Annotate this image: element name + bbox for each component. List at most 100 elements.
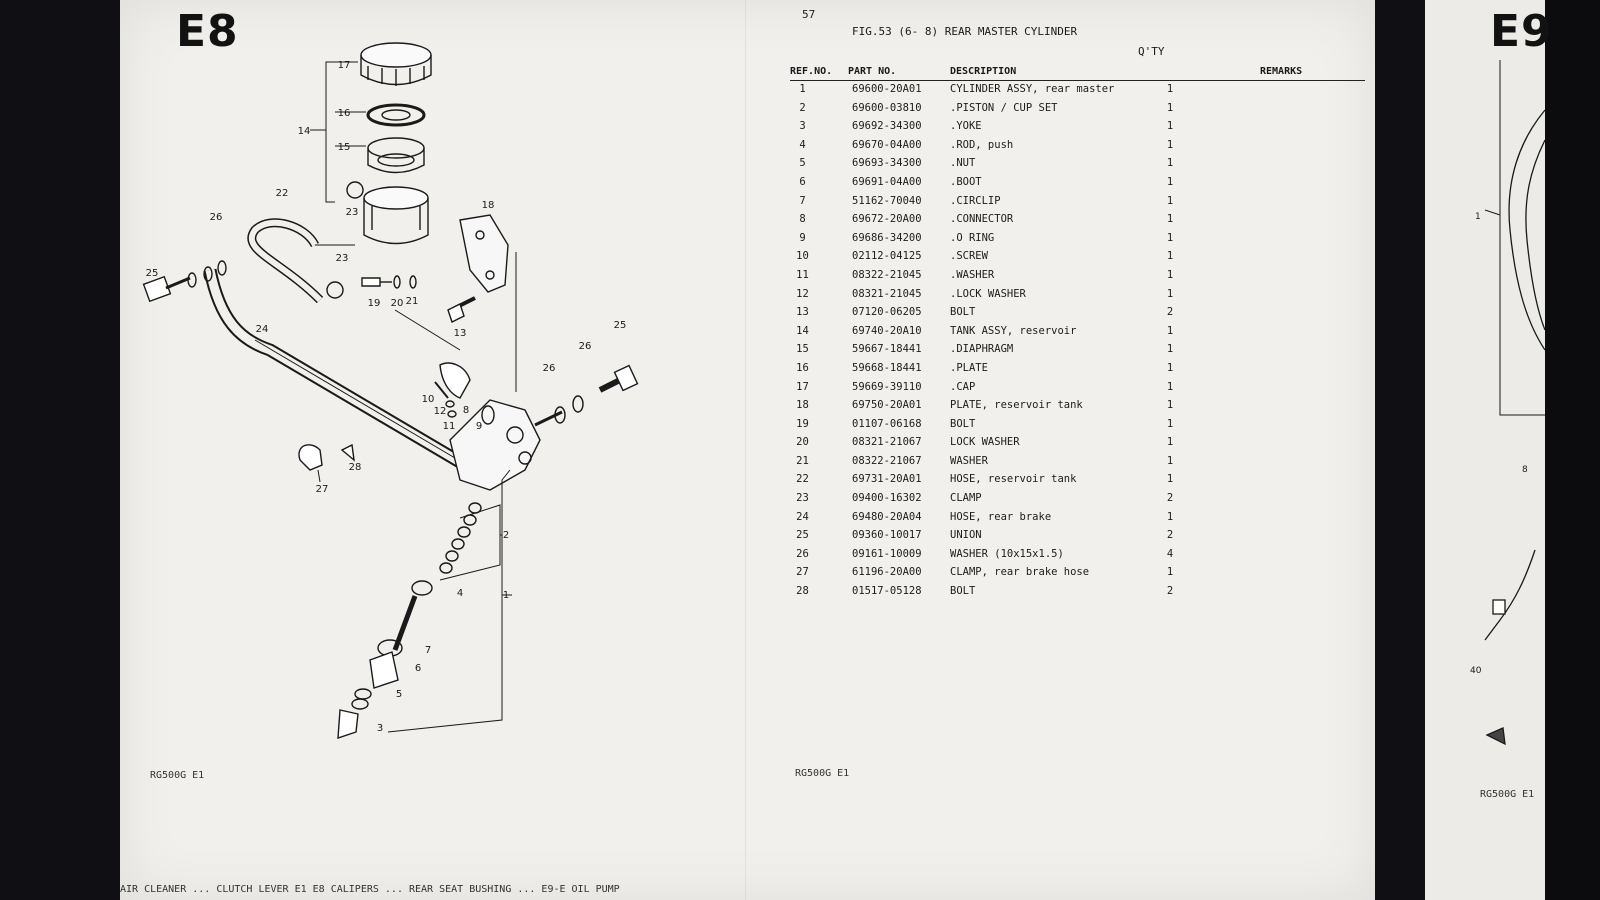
- callout-7: 7: [425, 645, 431, 656]
- catalog-sheet: [120, 0, 1375, 900]
- description: .YOKE: [950, 120, 982, 133]
- part-diaphragm: [367, 137, 425, 159]
- ref-no: 15: [796, 343, 809, 356]
- part-no: 59667-18441: [852, 343, 922, 356]
- part-no: 59668-18441: [852, 361, 922, 374]
- quantity: 2: [1166, 585, 1174, 598]
- quantity: 1: [1166, 566, 1174, 579]
- description: BOLT: [950, 417, 976, 430]
- ref-no: 10: [796, 250, 809, 263]
- part-connector: [439, 362, 471, 399]
- model-code-right: RG500G E1: [795, 768, 850, 779]
- part-no: 07120-06205: [852, 306, 922, 319]
- callout-9: 9: [476, 421, 482, 432]
- ref-no: 6: [799, 175, 806, 188]
- quantity: 1: [1166, 454, 1174, 467]
- quantity: 1: [1166, 343, 1174, 356]
- callout-25a: 25: [146, 268, 159, 279]
- part-rear-brake-hose: [203, 268, 469, 471]
- ref-no: 9: [799, 231, 806, 244]
- page-fold: [745, 0, 746, 900]
- ref-no: 3: [799, 120, 806, 133]
- part-clamp-top: [346, 181, 364, 199]
- quantity: 2: [1166, 492, 1174, 505]
- callout-10: 10: [422, 394, 435, 405]
- callout-17: 17: [338, 60, 351, 71]
- col-remarks: REMARKS: [1260, 66, 1303, 77]
- quantity: 1: [1166, 194, 1174, 207]
- description: BOLT: [950, 585, 976, 598]
- part-cylinder-body: [449, 399, 541, 491]
- ref-no: 16: [796, 361, 809, 374]
- col-desc: DESCRIPTION: [950, 66, 1017, 77]
- part-union-right: [598, 377, 622, 393]
- quantity: 1: [1166, 231, 1174, 244]
- col-part: PART NO.: [848, 66, 897, 77]
- description: HOSE, reservoir tank: [950, 473, 1077, 486]
- quantity: 1: [1166, 287, 1174, 300]
- description: HOSE, rear brake: [950, 510, 1052, 523]
- ref-no: 5: [799, 157, 806, 170]
- callout-8: 8: [463, 405, 469, 416]
- dark-edge: [1545, 0, 1600, 900]
- part-no: 09360-10017: [852, 529, 922, 542]
- quantity: 1: [1166, 436, 1174, 449]
- callout-15: 15: [338, 142, 351, 153]
- part-no: 69672-20A00: [852, 213, 922, 226]
- quantity: 1: [1166, 250, 1174, 263]
- description: .PISTON / CUP SET: [950, 101, 1058, 114]
- ref-no: 11: [796, 268, 809, 281]
- description: BOLT: [950, 306, 976, 319]
- part-bolt-28: [340, 443, 355, 462]
- callout-18: 18: [482, 200, 495, 211]
- ref-no: 1: [799, 83, 806, 95]
- exploded-diagram-rear-master-cylinder: 17 16 15 14 22 23 26 25 24 23 19 20 21 1…: [142, 42, 639, 739]
- part-no: 69480-20A04: [852, 510, 922, 523]
- part-no: 09161-10009: [852, 547, 922, 560]
- part-o-ring: [481, 405, 495, 425]
- part-push-rod: [392, 595, 418, 651]
- callout-5: 5: [396, 689, 402, 700]
- qty-header: Q'TY: [1138, 45, 1165, 58]
- part-no: 01107-06168: [852, 417, 922, 430]
- part-plate: [366, 103, 426, 127]
- col-ref: REF.NO.: [790, 66, 833, 77]
- part-bolt-19: [361, 277, 381, 287]
- ref-no: 2: [799, 101, 806, 114]
- part-no: 08321-21045: [852, 287, 922, 300]
- part-screw: [434, 381, 449, 399]
- part-no: 08322-21067: [852, 454, 922, 467]
- quantity: 1: [1166, 213, 1174, 226]
- part-boot: [369, 651, 399, 689]
- quantity: 2: [1166, 529, 1174, 542]
- part-tank: [363, 186, 429, 210]
- quantity: 1: [1166, 510, 1174, 523]
- ref-no: 18: [796, 399, 809, 412]
- description: UNION: [950, 529, 982, 542]
- quantity: 1: [1166, 417, 1174, 430]
- part-no: 69740-20A10: [852, 324, 922, 337]
- part-no: 02112-04125: [852, 250, 922, 263]
- description: CLAMP: [950, 492, 982, 505]
- quantity: 1: [1166, 138, 1174, 151]
- description: TANK ASSY, reservoir: [950, 324, 1077, 337]
- ref-no: 12: [796, 287, 809, 300]
